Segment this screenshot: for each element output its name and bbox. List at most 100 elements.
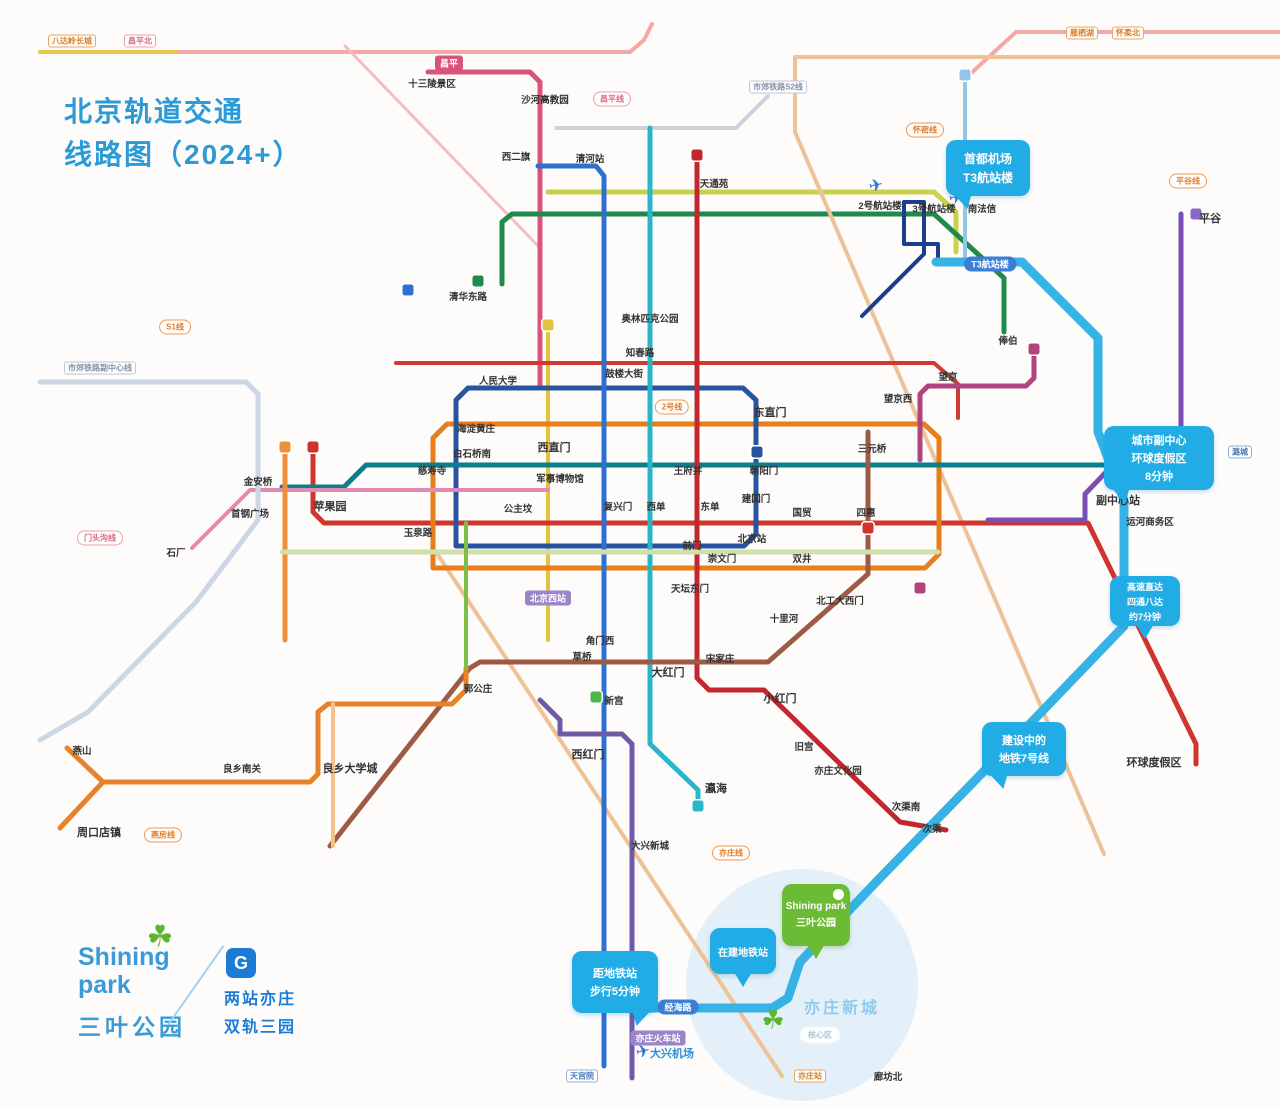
metro-line-line2-navy-loop [453,385,759,549]
station-label: 怀柔北 [1112,26,1144,40]
metro-line-huairou-salmon [966,30,1280,78]
metro-line-fangshan-orange-branch [57,779,106,831]
line-badge-icon [472,275,484,287]
metro-line-wangjing-magenta [917,347,1037,463]
station-label: 石厂 [166,548,186,559]
station-label: 苹果园 [313,501,347,513]
line-badge-icon [751,446,763,458]
project-marker-bubble: Shining park 三叶公园 [782,884,850,959]
line-badge-icon [692,800,704,812]
callout-text: 距地铁站 [593,968,637,980]
station-label: 北京西站 [524,590,572,606]
station-label: 南法信 [967,204,997,215]
metro-line-line8-teal [647,125,701,803]
station-label: 前门 [682,541,702,552]
station-label: 白石桥南 [452,449,492,460]
info-callout-bubble: 距地铁站步行5分钟 [572,951,658,1026]
station-label: 建国门 [741,494,771,505]
metro-line-line6-teal [279,462,1195,490]
station-label: 十三陵景区 [408,79,456,90]
station-label: 2号线 [654,399,690,415]
station-label: 草桥 [572,652,592,663]
map-title-line1: 北京轨道交通 [64,96,245,127]
station-label: 怀密线 [906,122,944,138]
station-label: 金安桥 [243,477,273,488]
station-label: 沙河高教园 [521,95,569,106]
callout-text: 约7分钟 [1128,611,1161,622]
station-label: 2号航站楼 [858,201,902,212]
line-badge-icon [307,441,319,453]
line-badge-icon [1190,208,1202,220]
metro-line-line4-daxing-blue [535,163,607,1069]
station-label: 廊坊北 [873,1072,903,1083]
station-label: 大兴新城 [630,841,670,852]
station-label: 旧宫 [794,742,814,753]
metro-line-line10-orange-loop [430,421,942,571]
station-label: 清河站 [575,154,605,165]
station-label: 市郊铁路S2线 [749,80,807,94]
callout-text: T3航站楼 [962,171,1013,185]
callout-text: 环球度假区 [1131,453,1187,465]
station-label: 昌平北 [124,34,156,48]
line-badge-icon [691,149,703,161]
station-label: 市郊铁路副中心线 [64,361,136,375]
line-badge-icon [959,69,971,81]
station-label: 西直门 [537,442,571,454]
callout-text: 步行5分钟 [589,986,641,998]
metro-line-suburban-s2-west [38,22,654,54]
station-label: 望京 [938,372,958,383]
station-label: 亦庄文化园 [814,766,862,777]
station-label: 运河商务区 [1126,517,1174,528]
callout-text: Shining park [785,901,847,912]
station-label: 人民大学 [478,376,518,387]
station-label: 鼓楼大街 [604,369,644,380]
station-label: 十里河 [769,614,799,625]
metro-line-huaimi-tan-east [793,55,1280,856]
metro-line-suburban-center-gray [37,379,261,743]
station-label: 良乡大学城 [322,763,378,775]
station-label: 玉泉路 [403,528,433,539]
callout-text: 地铁7号线 [998,753,1050,765]
station-label: 清华东路 [448,292,488,303]
station-label: 燕房线 [144,827,182,843]
station-label: 大兴机场 [650,1048,694,1060]
brand-slogan-line2: 双轨三园 [224,1019,297,1036]
station-label: 郭公庄 [463,684,493,695]
station-label: 望京西 [883,394,913,405]
clover-icon: ☘ [761,1004,785,1035]
info-callout-bubble: 高速直达四通八达约7分钟 [1110,576,1180,639]
station-label: 东单 [700,502,720,513]
station-label: 公主坟 [503,504,533,515]
callout-text: 城市副中心 [1131,435,1187,447]
station-label: 亦庄站 [794,1069,826,1083]
station-label: 王府井 [673,466,703,477]
metro-line-huaimi-tan-west [434,550,784,1078]
station-label: 昌平线 [593,91,631,107]
station-label: 军事博物馆 [536,474,584,485]
info-callout-bubble: 建设中的地铁7号线 [982,722,1066,789]
callout-text: 三叶公园 [796,918,836,929]
line-badge-icon [914,582,926,594]
station-label: 瀛海 [705,783,727,795]
callout-tail [734,972,752,987]
station-label: 亦庄新城 [803,1000,881,1017]
station-label: 雁栖湖 [1066,26,1098,40]
station-label: 亦庄火车站 [630,1030,686,1046]
station-label: 天通苑 [699,179,729,190]
station-label: 昌平 [434,55,464,71]
station-label: 副中心站 [1096,495,1140,507]
station-label: 俸伯 [998,336,1018,347]
station-label: 崇文门 [707,554,737,565]
station-label: 慈寿寺 [417,466,447,477]
line-badge-icon [542,319,554,331]
station-label: 3号航站楼 [912,204,956,215]
station-label: 朝阳门 [749,466,779,477]
station-label: 潞城 [1228,445,1252,459]
station-label: 奥林匹克公园 [621,314,679,325]
station-label: 良乡南关 [222,764,262,775]
station-label: 大红门 [651,667,685,679]
callout-text: 在建地铁站 [718,947,768,959]
station-label: T3航站楼 [964,256,1016,272]
